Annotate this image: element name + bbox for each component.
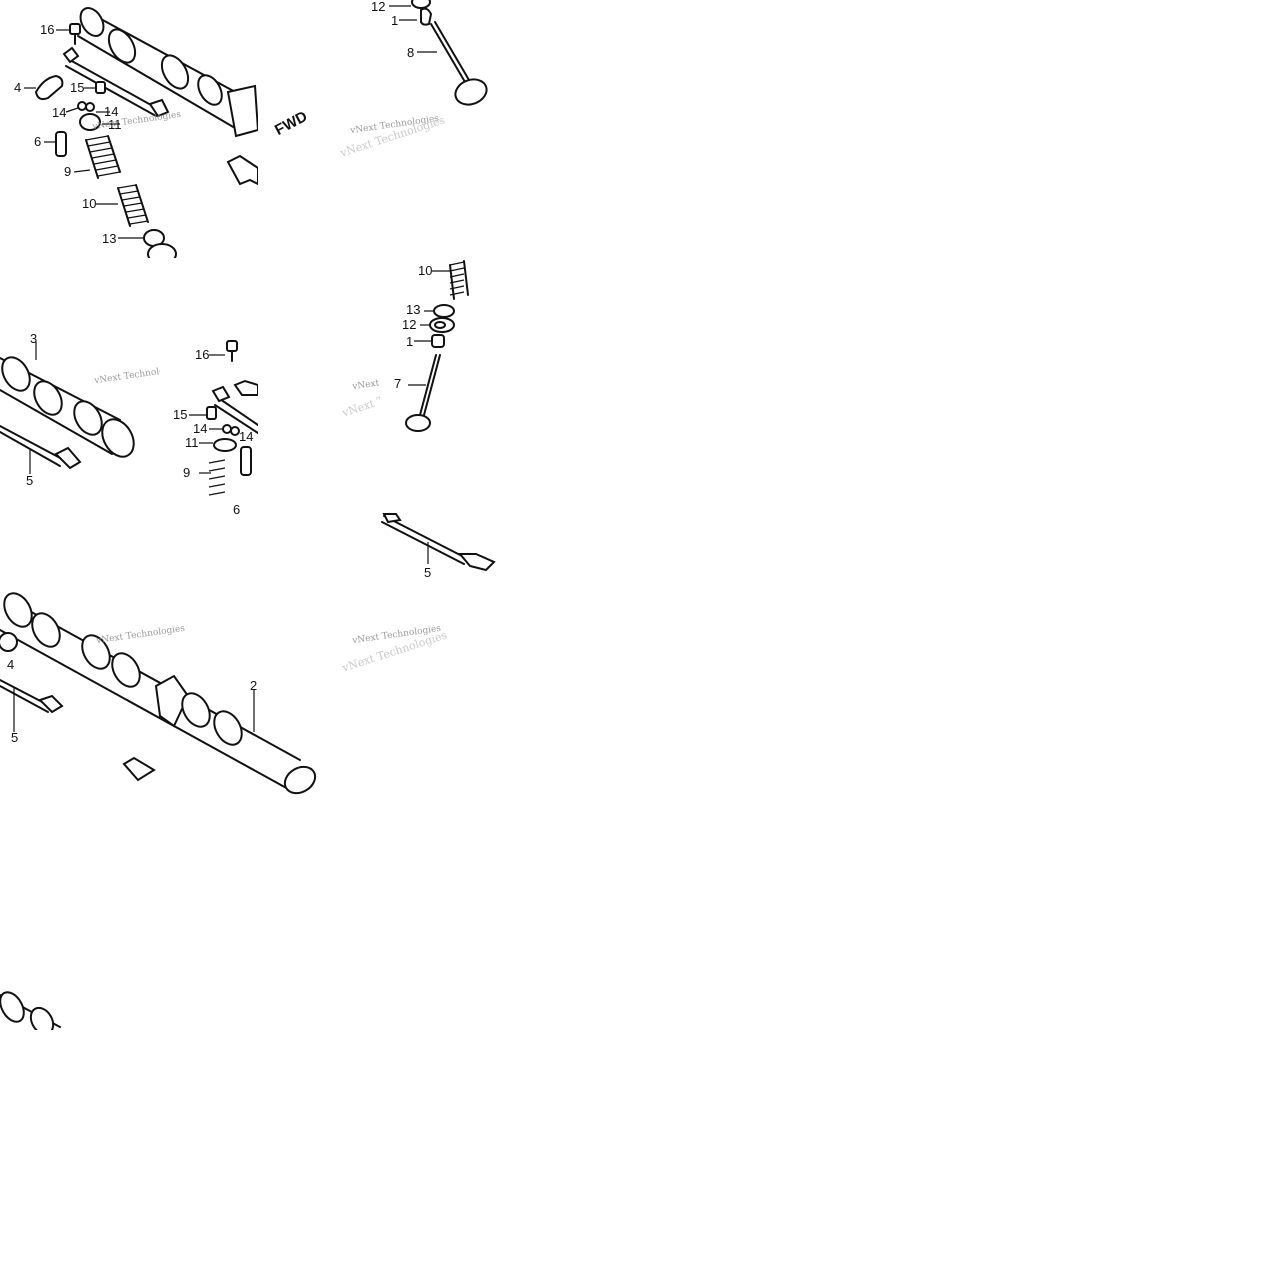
- callout-label: 4: [14, 80, 22, 95]
- callout-label: 7: [394, 376, 402, 391]
- callout-label: 10: [82, 196, 97, 211]
- callout-label: 15: [173, 407, 188, 422]
- tile-top-left: 16 4 15 14 14 11 6 9 10 13 vNext Technol…: [0, 0, 258, 258]
- tile-top-right: 12 1 8: [365, 0, 500, 110]
- callout-label: 2: [250, 678, 258, 693]
- callout-label: 9: [183, 465, 191, 480]
- callout-label: 11: [185, 435, 199, 450]
- callout-label: 13: [406, 302, 421, 317]
- forward-direction-label: FWD: [272, 107, 311, 140]
- callout-label: 1: [391, 13, 399, 28]
- tile-rocker-shaft: 5: [380, 512, 500, 582]
- camshaft-drawing: [0, 592, 317, 795]
- camshaft-drawing: [0, 342, 135, 474]
- camshaft-fragment-drawing: [0, 991, 61, 1030]
- callout-label: 9: [64, 164, 72, 179]
- callout-label: 4: [7, 657, 15, 672]
- callout-label: 3: [30, 331, 38, 346]
- callout-label: 5: [26, 473, 34, 488]
- tile-bottom-left: 4 5 2 vNext Technologies: [0, 590, 320, 800]
- callout-label: 6: [233, 502, 241, 515]
- tile-bottom-fragment: [0, 985, 70, 1030]
- callout-label: 14: [52, 105, 67, 120]
- rocker-shaft-drawing: [381, 513, 496, 572]
- callout-label: 5: [424, 565, 432, 580]
- callout-label: 11: [108, 117, 122, 132]
- callout-label: 10: [418, 263, 433, 278]
- callout-label: 6: [34, 134, 42, 149]
- callout-label: 12: [402, 317, 417, 332]
- tile-middle-center: 16 15 14 14 11 9 6: [165, 335, 258, 515]
- callout-label: 5: [11, 730, 19, 745]
- callout-label: 8: [407, 45, 415, 60]
- valve-drawing: [405, 260, 469, 432]
- callout-label: 13: [102, 231, 117, 246]
- callout-label: 15: [70, 80, 85, 95]
- callout-label: 16: [195, 347, 210, 362]
- camshaft-drawing: [24, 7, 258, 258]
- callout-label: 1: [406, 334, 414, 349]
- callout-label: 14: [104, 104, 119, 119]
- callout-label: 12: [371, 0, 386, 14]
- callout-label: 14: [193, 421, 208, 436]
- valve-drawing: [389, 0, 488, 106]
- tile-middle-right: 10 13 12 1 7: [380, 255, 500, 435]
- tile-middle-left: 3 5 vNext Technologies: [0, 330, 160, 490]
- callout-label: 14: [239, 429, 254, 444]
- valve-train-drawing: [189, 340, 258, 496]
- callout-label: 16: [40, 22, 55, 37]
